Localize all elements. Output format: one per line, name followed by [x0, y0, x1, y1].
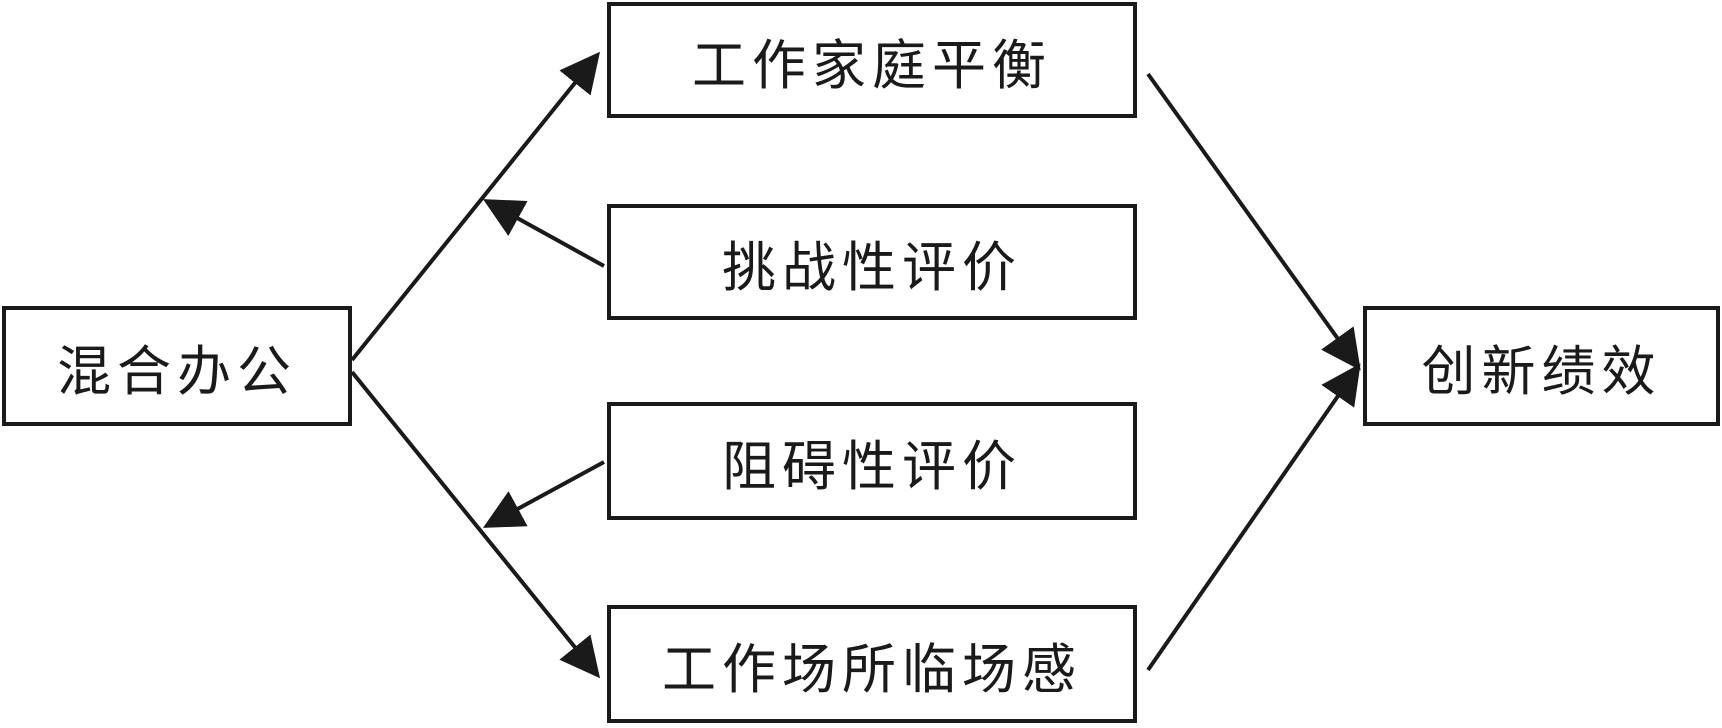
arrow-hybrid-to-workplace-presence: [350, 370, 601, 679]
node-hybrid-work-label: 混合办公: [57, 339, 297, 403]
node-work-family-balance: 工作家庭平衡: [607, 2, 1137, 118]
node-workplace-presence: 工作场所临场感: [607, 605, 1137, 723]
node-innovation-performance-label: 创新绩效: [1421, 339, 1662, 403]
arrow-workplace-presence-to-innovation: [1146, 363, 1361, 672]
arrow-challenge-moderation: [482, 199, 605, 268]
node-hindrance-appraisal-label: 阻碍性评价: [722, 434, 1022, 498]
arrow-hindrance-moderation: [482, 460, 605, 528]
node-innovation-performance: 创新绩效: [1363, 306, 1720, 426]
node-challenge-appraisal: 挑战性评价: [607, 204, 1137, 320]
node-hindrance-appraisal: 阻碍性评价: [607, 402, 1137, 520]
arrow-hybrid-to-work-family-balance: [350, 51, 601, 362]
node-work-family-balance-label: 工作家庭平衡: [692, 33, 1052, 97]
arrow-work-family-balance-to-innovation: [1146, 72, 1361, 371]
node-challenge-appraisal-label: 挑战性评价: [722, 235, 1022, 299]
node-workplace-presence-label: 工作场所临场感: [662, 637, 1082, 701]
node-hybrid-work: 混合办公: [2, 306, 352, 426]
